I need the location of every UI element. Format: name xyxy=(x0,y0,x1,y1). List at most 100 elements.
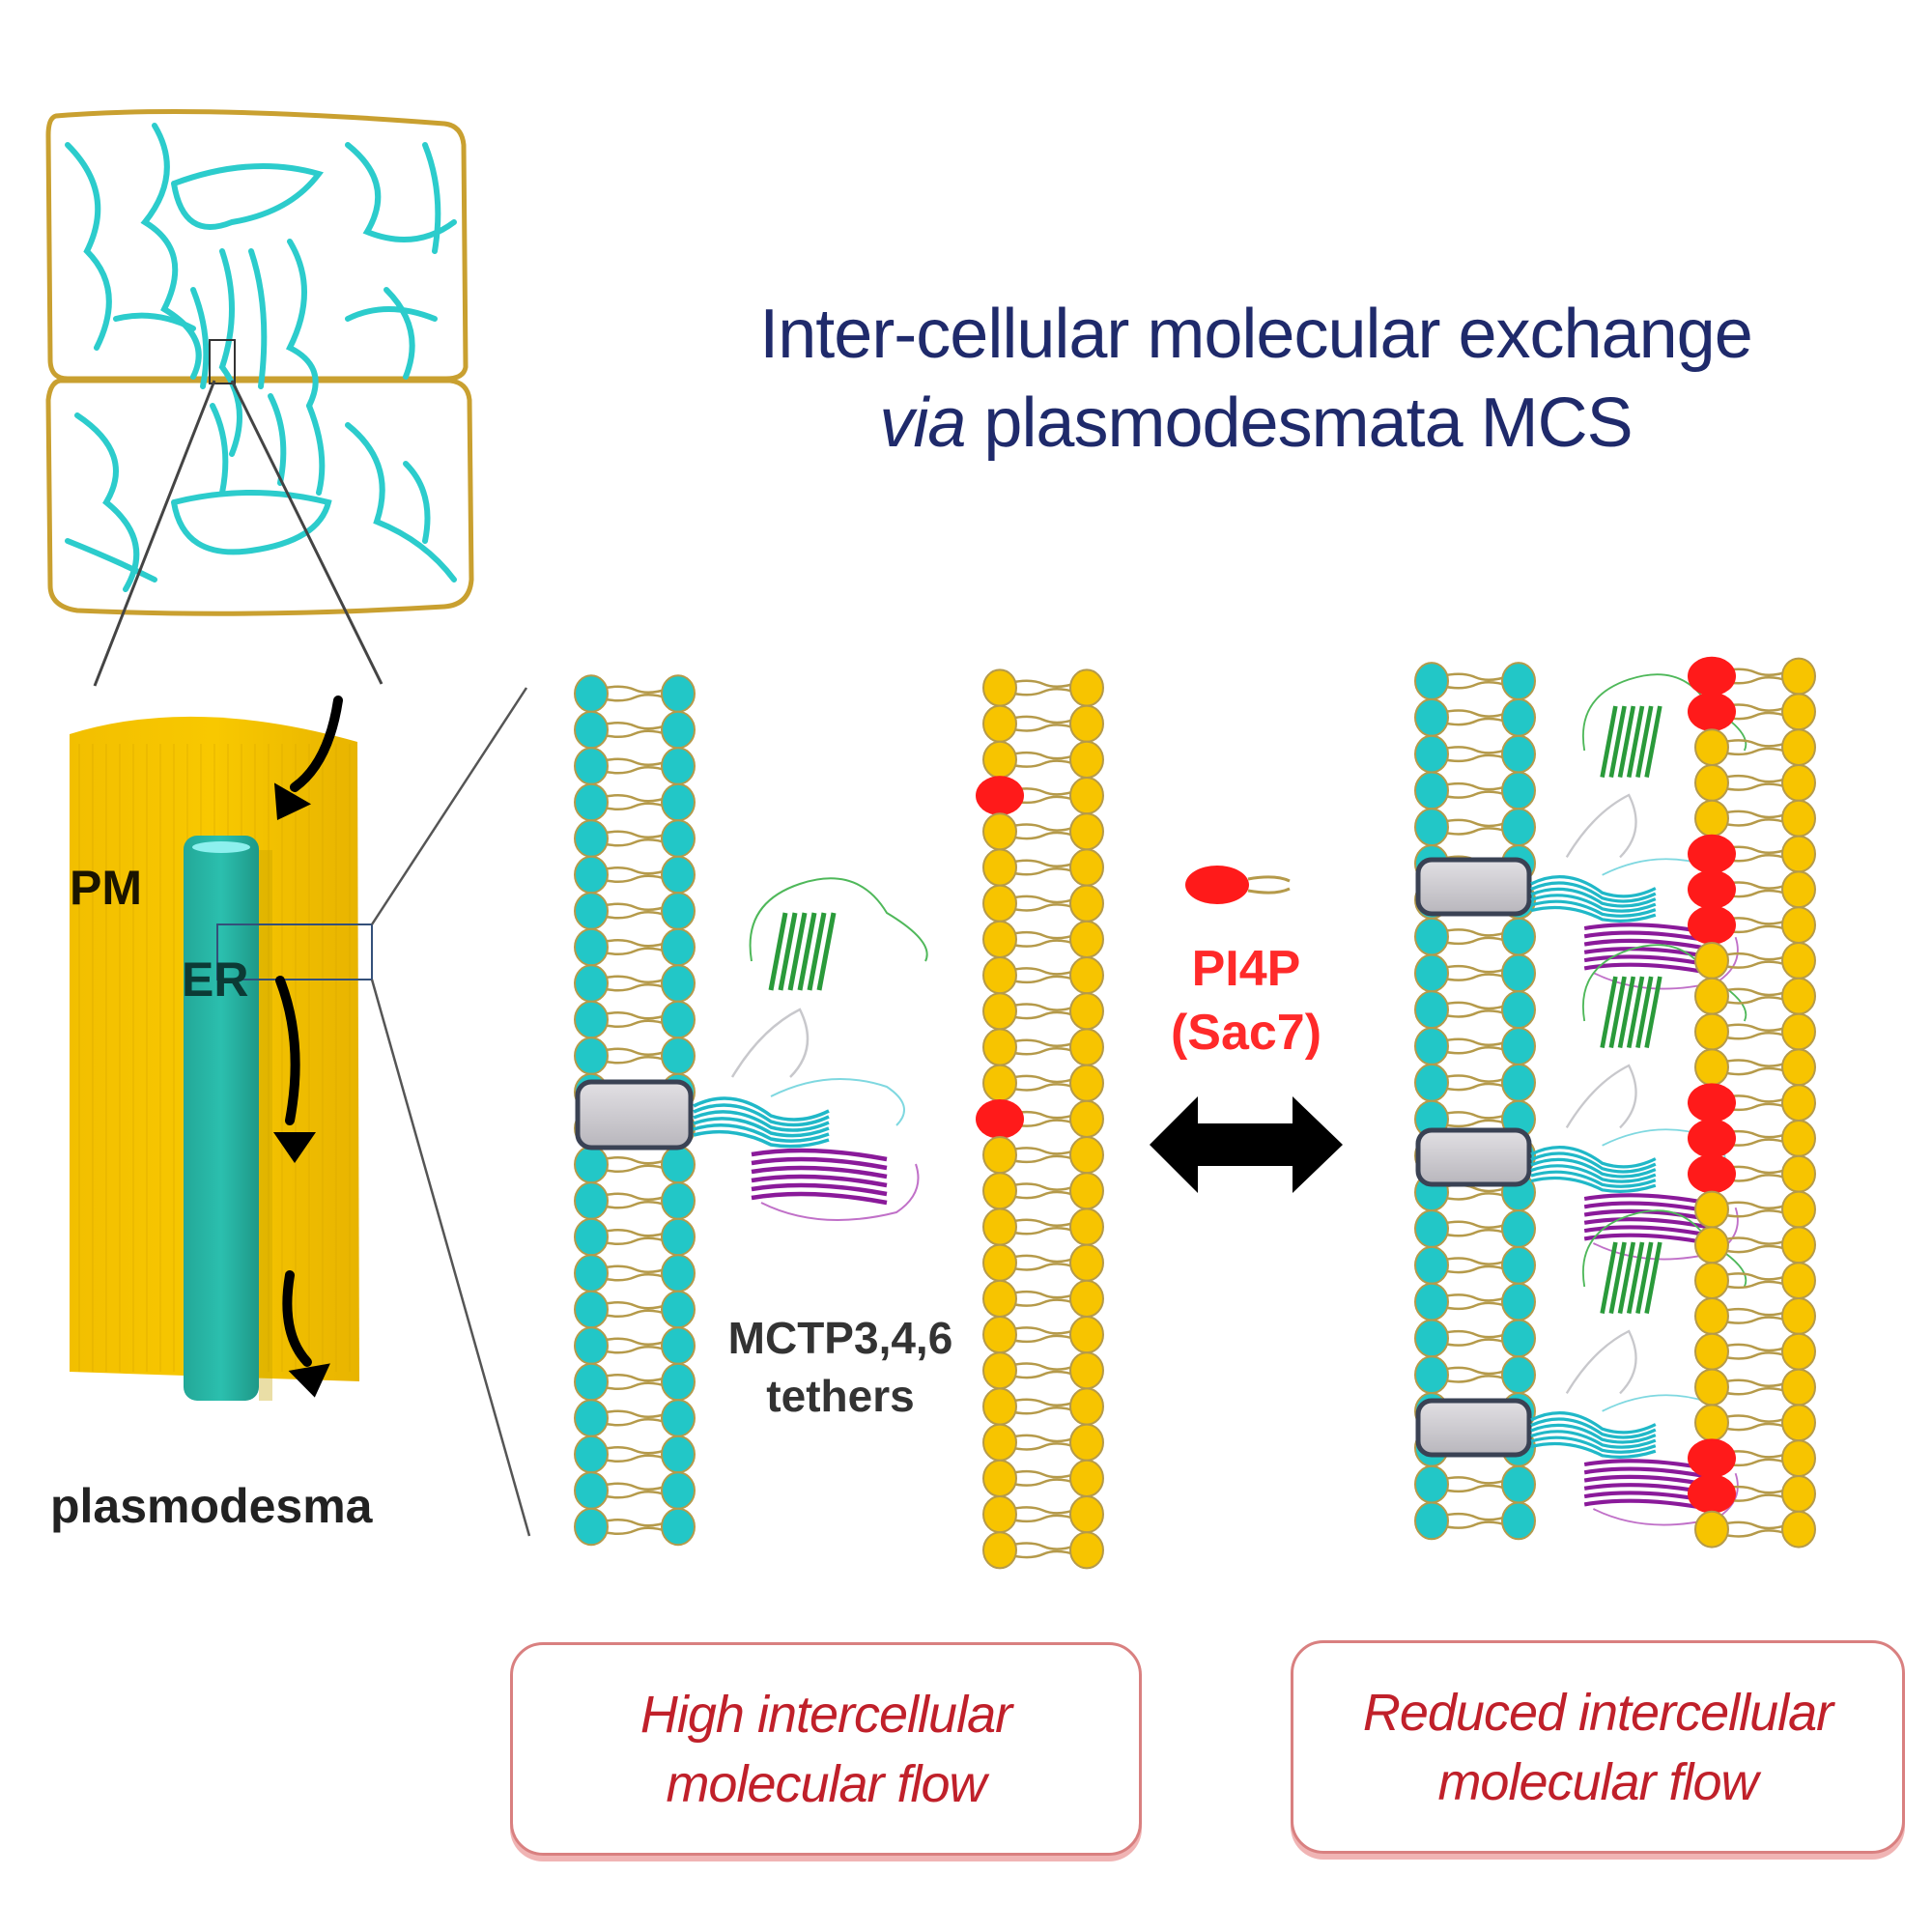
lipid-headgroup xyxy=(982,1423,1017,1462)
lipid-tail xyxy=(1440,1520,1510,1529)
lipid-headgroup xyxy=(1781,1084,1816,1122)
tether-cyan-strand xyxy=(1530,1423,1657,1444)
tether-cyan-strand xyxy=(693,1117,830,1138)
lipid-headgroup xyxy=(1781,977,1816,1015)
lipid-headgroup xyxy=(574,1000,609,1039)
lipid-tail xyxy=(1440,1257,1510,1265)
lipid-headgroup xyxy=(661,1399,696,1437)
tether-green-strand xyxy=(1617,705,1636,779)
mctp-tethers-label: MCTP3,4,6 tethers xyxy=(696,1309,985,1425)
lipid-tail xyxy=(1720,774,1790,783)
lipid-headgroup xyxy=(661,747,696,785)
lipid-tail xyxy=(1720,1307,1790,1317)
lipid-tail xyxy=(1009,1254,1078,1264)
mctp-tether xyxy=(693,877,928,1221)
tether-green-strand xyxy=(768,912,788,991)
tether-green-loop xyxy=(1582,673,1747,752)
lipid-tail xyxy=(1720,1032,1790,1040)
lipid-tail xyxy=(600,729,669,738)
lipid-headgroup xyxy=(661,819,696,858)
pi4p-headgroup xyxy=(976,776,1024,816)
lipid-tail xyxy=(1009,1074,1078,1084)
lipid-tail xyxy=(1440,1264,1510,1274)
lipid-tail xyxy=(1440,964,1510,974)
lipid-headgroup xyxy=(1501,1355,1536,1395)
pi4p-headgroup xyxy=(1688,869,1736,910)
tether-purple-strand xyxy=(751,1156,888,1171)
lipid-headgroup xyxy=(1414,1282,1449,1321)
tether-cyan-strand xyxy=(1530,899,1657,918)
tether-green-strand xyxy=(1635,1241,1654,1315)
pi4p-headgroup xyxy=(1688,692,1736,732)
tether-green-loop xyxy=(749,877,928,962)
flow-arrow-top-shaft xyxy=(290,696,343,792)
lipid-headgroup xyxy=(1694,1404,1729,1442)
pm-label: PM xyxy=(70,861,142,915)
lipid-headgroup xyxy=(1501,990,1536,1030)
lipid-tail xyxy=(1440,1301,1510,1311)
lipid-tail xyxy=(1009,903,1078,912)
tether-linker xyxy=(730,1008,810,1078)
lipid-headgroup xyxy=(1781,1510,1816,1548)
lipid-headgroup xyxy=(1069,1387,1104,1426)
plasmodesma-label: plasmodesma xyxy=(50,1479,373,1533)
lipid-headgroup xyxy=(661,1435,696,1474)
tether-cyan-loop xyxy=(770,1078,905,1126)
lipid-headgroup xyxy=(661,1181,696,1220)
pi4p-headgroup xyxy=(1688,1083,1736,1122)
lipid-tail xyxy=(600,830,669,838)
lipid-tail xyxy=(1440,717,1510,726)
lipid-tail xyxy=(600,1164,669,1173)
lipid-headgroup xyxy=(1069,777,1104,815)
tether-purple-strand xyxy=(1583,954,1710,967)
lipid-headgroup xyxy=(661,964,696,1003)
lipid-tail xyxy=(1440,1074,1510,1083)
lipid-tail xyxy=(1440,1484,1510,1493)
tether-purple-strand xyxy=(751,1148,888,1162)
lipid-tail xyxy=(1440,1220,1510,1229)
lipid-headgroup xyxy=(1414,990,1449,1030)
lipid-headgroup xyxy=(661,674,696,713)
tether-green-strand xyxy=(1600,1241,1618,1315)
lipid-tail xyxy=(1720,1244,1790,1254)
lipid-tail xyxy=(1440,827,1510,836)
lipid-tail xyxy=(600,722,669,730)
lipid-headgroup xyxy=(1694,1368,1729,1406)
lipid-tail xyxy=(1009,1227,1078,1236)
lipid-tail xyxy=(1720,1520,1790,1530)
zoom-guide-line xyxy=(370,979,531,1537)
lipid-tail xyxy=(1440,936,1510,946)
lipid-tail xyxy=(1009,859,1078,867)
er-network-strand xyxy=(113,312,196,331)
lipid-tail xyxy=(600,1264,669,1273)
lipid-headgroup xyxy=(574,927,609,967)
reduced-flow-pm-bilayer xyxy=(1688,656,1816,1548)
lipid-tail xyxy=(1440,681,1510,690)
pi4p-headgroup xyxy=(1688,905,1736,945)
lipid-headgroup xyxy=(1694,728,1729,766)
lipid-tail xyxy=(1720,952,1790,961)
lipid-headgroup xyxy=(982,1208,1017,1246)
lipid-tail xyxy=(1009,759,1078,768)
er-network-strand xyxy=(345,142,457,242)
flow-arrow-middle-head xyxy=(273,1132,316,1163)
tether-green-strand xyxy=(1600,705,1618,779)
lipid-headgroup xyxy=(1069,1531,1104,1570)
tether-cyan-strand xyxy=(1530,1146,1657,1169)
lipid-headgroup xyxy=(1501,697,1536,737)
lipid-tail xyxy=(1009,1218,1078,1227)
tether-purple-strand xyxy=(1583,1225,1710,1237)
tether-cyan-strand xyxy=(1530,887,1657,908)
lipid-tail xyxy=(1009,1469,1078,1479)
lipid-tail xyxy=(1009,1442,1078,1451)
lipid-tail xyxy=(600,1519,669,1527)
lipid-tail xyxy=(1009,1190,1078,1200)
lipid-tail xyxy=(600,1491,669,1499)
lipid-headgroup xyxy=(982,992,1017,1031)
er-label: ER xyxy=(182,952,249,1007)
tether-purple-strand xyxy=(751,1174,888,1188)
lipid-headgroup xyxy=(1781,728,1816,766)
lipid-tail xyxy=(1720,1529,1790,1538)
lipid-headgroup xyxy=(1501,1282,1536,1321)
lipid-tail xyxy=(1720,1059,1790,1067)
